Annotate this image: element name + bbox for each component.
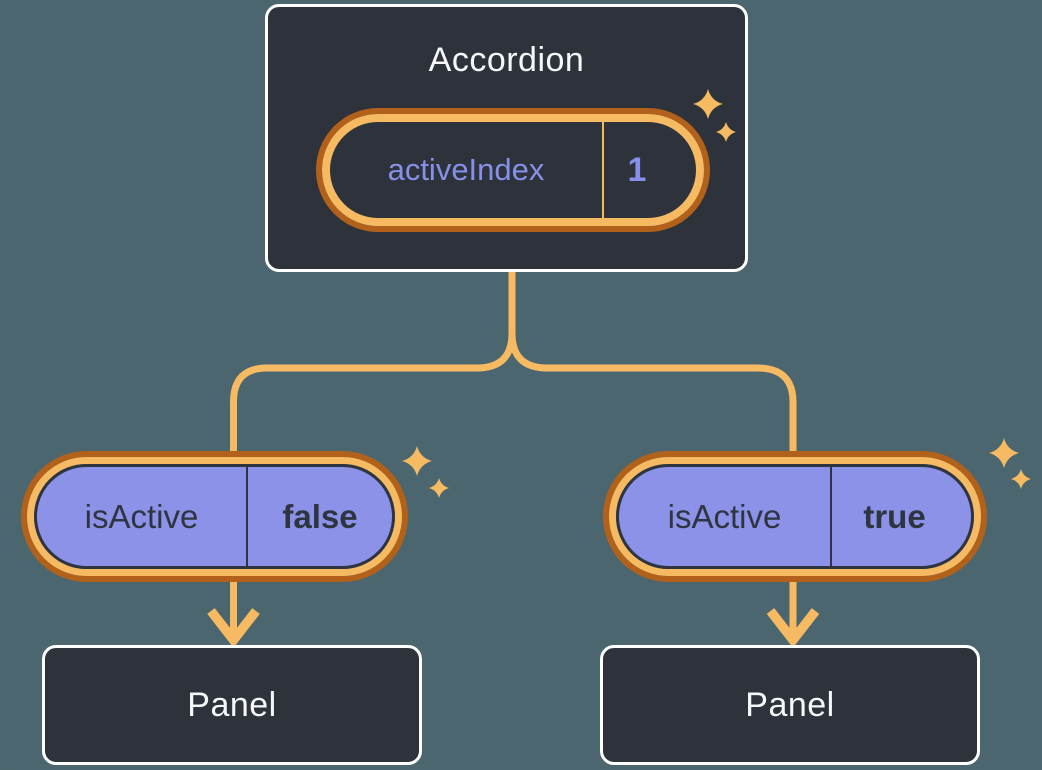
arrow-down-icon <box>766 608 820 648</box>
panel-left-title: Panel <box>187 685 277 724</box>
prop-pill-left: isActive false <box>21 451 408 582</box>
sparkle-icon-small <box>1011 469 1031 489</box>
prop-pill-left-divider <box>246 467 248 566</box>
sparkle-icon-large <box>693 89 723 119</box>
accordion-title: Accordion <box>428 41 585 79</box>
prop-pill-left-ring: isActive false <box>27 457 402 576</box>
arrow-down-icon <box>207 608 260 648</box>
prop-pill-right-value: true <box>863 497 926 535</box>
prop-pill-right-label: isActive <box>667 497 782 535</box>
sparkle-icon-small <box>716 122 736 142</box>
sparkle-icon-large <box>989 438 1019 468</box>
accordion-node: Accordion activeIndex 1 <box>265 4 748 272</box>
sparkle-icon-large <box>402 446 432 476</box>
state-pill-label: activeIndex <box>387 152 545 187</box>
prop-pill-right-divider <box>830 467 832 566</box>
sparkle-icon-small <box>429 478 449 498</box>
connector-left-branch <box>230 266 516 638</box>
panel-node-left: Panel <box>42 645 422 765</box>
prop-pill-right-body: isActive true <box>616 464 974 569</box>
panel-right-title: Panel <box>745 685 835 724</box>
prop-pill-right-ring: isActive true <box>609 457 981 576</box>
prop-pill-left-body: isActive false <box>34 464 395 569</box>
prop-pill-left-label: isActive <box>84 497 199 535</box>
panel-node-right: Panel <box>600 645 980 765</box>
connector-right-branch <box>508 266 797 638</box>
state-pill: activeIndex 1 <box>316 108 710 232</box>
state-pill-divider <box>602 122 604 218</box>
prop-pill-right: isActive true <box>603 451 987 582</box>
state-pill-inner: activeIndex 1 <box>322 114 704 226</box>
state-pill-value: 1 <box>627 150 647 189</box>
prop-pill-left-value: false <box>282 497 358 535</box>
